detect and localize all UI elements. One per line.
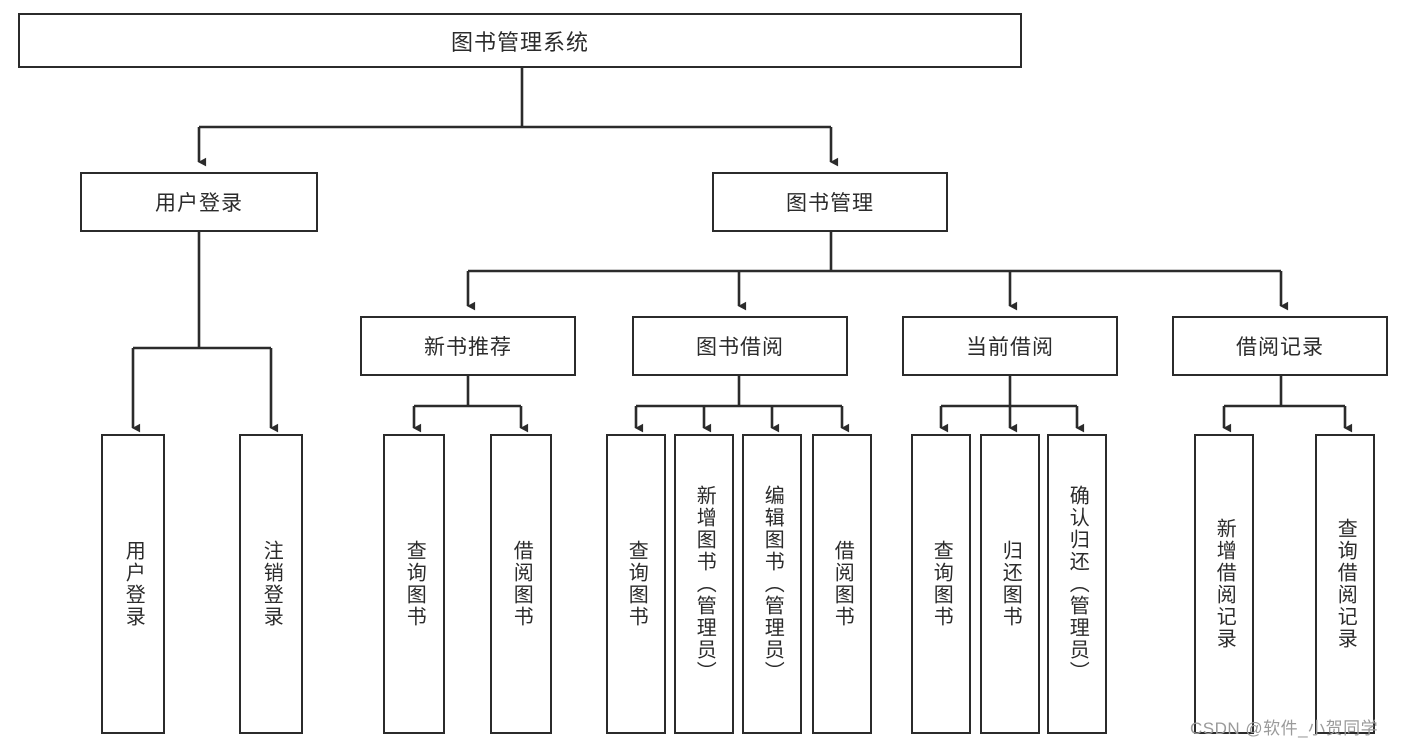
node-label: 借阅记录 [1236,336,1324,359]
node-label: 用户登录 [122,540,145,628]
node-label: 查询图书 [625,540,648,628]
leaf-confirm-return-admin[interactable]: 确认归还（管理员） [1047,434,1107,734]
node-current-borrow[interactable]: 当前借阅 [902,316,1118,376]
node-label: 借阅图书 [831,540,854,628]
leaf-edit-book-admin[interactable]: 编辑图书（管理员） [742,434,802,734]
leaf-return-book[interactable]: 归还图书 [980,434,1040,734]
node-label: 新增图书（管理员） [693,485,716,683]
node-label: 查询图书 [930,540,953,628]
node-borrow-record[interactable]: 借阅记录 [1172,316,1388,376]
node-label: 归还图书 [999,540,1022,628]
node-book-management[interactable]: 图书管理 [712,172,948,232]
node-book-borrow[interactable]: 图书借阅 [632,316,848,376]
node-new-book-recommend[interactable]: 新书推荐 [360,316,576,376]
node-label: 查询图书 [403,540,426,628]
node-label: 新书推荐 [424,336,512,359]
leaf-add-book-admin[interactable]: 新增图书（管理员） [674,434,734,734]
leaf-borrow-book[interactable]: 借阅图书 [812,434,872,734]
node-label: 查询借阅记录 [1334,518,1357,650]
leaf-borrow-book-recommend[interactable]: 借阅图书 [490,434,552,734]
leaf-query-borrow-record[interactable]: 查询借阅记录 [1315,434,1375,734]
node-label: 用户登录 [155,192,243,215]
node-label: 借阅图书 [510,540,533,628]
leaf-query-book-recommend[interactable]: 查询图书 [383,434,445,734]
node-label: 编辑图书（管理员） [761,485,784,683]
leaf-user-login[interactable]: 用户登录 [101,434,165,734]
csdn-watermark: CSDN @软件_小贺同学 [1190,719,1379,738]
leaf-query-book-borrow[interactable]: 查询图书 [606,434,666,734]
node-label: 图书管理 [786,192,874,215]
node-label: 新增借阅记录 [1213,518,1236,650]
node-label: 图书借阅 [696,336,784,359]
node-label: 注销登录 [260,540,283,628]
node-label: 图书管理系统 [450,29,589,55]
leaf-add-borrow-record[interactable]: 新增借阅记录 [1194,434,1254,734]
leaf-query-book-current[interactable]: 查询图书 [911,434,971,734]
node-user-login[interactable]: 用户登录 [80,172,318,232]
node-root-library-system[interactable]: 图书管理系统 [18,13,1022,68]
node-label: 当前借阅 [966,336,1054,359]
node-label: 确认归还（管理员） [1066,485,1089,683]
leaf-user-logout[interactable]: 注销登录 [239,434,303,734]
